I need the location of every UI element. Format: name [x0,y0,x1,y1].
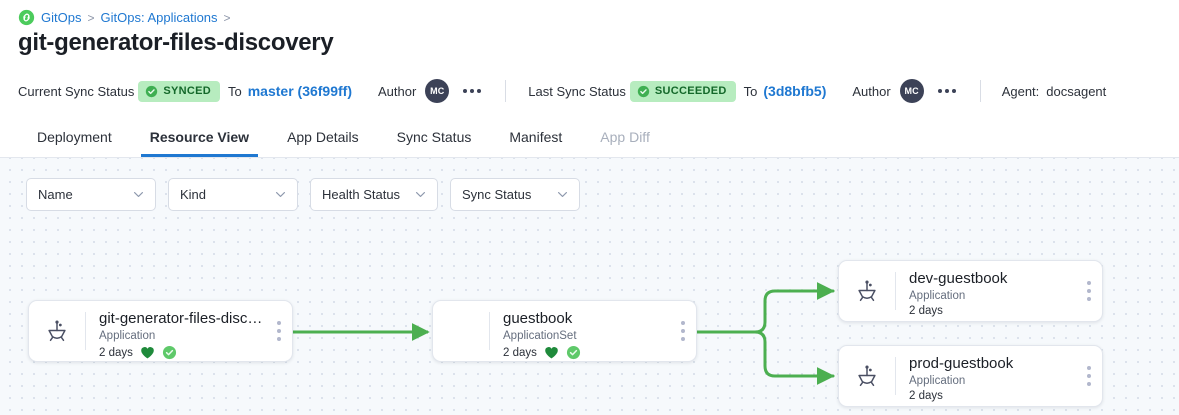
tab-sync-status[interactable]: Sync Status [396,128,472,145]
node-icon-placeholder [433,301,489,361]
argocd-app-icon [29,301,85,361]
agent-value: docsagent [1046,83,1107,99]
node-kind: Application [909,375,966,387]
status-bar: Current Sync Status SYNCED To master (36… [0,70,1179,112]
last-author-label: Author [852,83,891,99]
filter-name[interactable]: Name [26,178,156,211]
page-title: git-generator-files-discovery [18,29,334,56]
last-revision-link[interactable]: (3d8bfb5) [763,83,827,99]
last-to-label: To [743,83,758,99]
argocd-app-icon [839,261,895,321]
resource-graph-canvas[interactable]: Name Kind Health Status Sync Status [0,158,1179,415]
tab-manifest[interactable]: Manifest [509,128,563,145]
filter-kind[interactable]: Kind [168,178,298,211]
node-kind: Application [909,290,966,302]
current-sync-more-button[interactable] [461,83,483,99]
last-sync-more-button[interactable] [936,83,958,99]
divider [505,80,507,102]
node-kind: ApplicationSet [503,330,577,342]
health-heart-icon [544,345,559,360]
edge-appset-to-dev [753,282,835,334]
breadcrumb-separator: > [223,10,231,25]
chevron-down-icon [133,191,144,198]
node-title: dev-guestbook [909,270,1008,287]
chevron-down-icon [557,191,568,198]
node-meta: 2 days [909,390,1076,402]
filter-kind-label: Kind [180,187,207,202]
node-more-button[interactable] [266,301,292,361]
node-kind: Application [99,330,156,342]
current-author-label: Author [377,83,417,99]
filter-bar: Name Kind Health Status Sync Status [26,178,580,211]
node-meta: 2 days [909,305,1076,317]
graph-node-prod-guestbook[interactable]: prod-guestbook Application 2 days [838,345,1103,407]
divider [489,312,490,350]
check-circle-icon [637,85,650,98]
node-title: git-generator-files-disco... [99,310,266,327]
current-to-label: To [227,83,242,99]
sync-check-icon [162,345,177,360]
breadcrumb-item-applications[interactable]: GitOps: Applications [100,10,218,25]
chevron-down-icon [415,191,426,198]
current-revision-link[interactable]: master (36f99ff) [247,83,352,99]
node-age: 2 days [909,390,943,402]
graph-node-guestbook[interactable]: guestbook ApplicationSet 2 days [432,300,697,362]
node-age: 2 days [503,346,537,359]
node-meta: 2 days [503,345,670,360]
edge-appset-to-prod [753,330,835,385]
tab-resource-view[interactable]: Resource View [131,116,268,157]
node-body: guestbook ApplicationSet 2 days [490,301,670,361]
tab-deployment[interactable]: Deployment [37,128,112,145]
node-body: prod-guestbook Application 2 days [896,346,1076,406]
divider [979,80,981,102]
node-more-button[interactable] [1076,346,1102,406]
tab-app-details[interactable]: App Details [287,128,359,145]
filter-health-status-label: Health Status [322,187,401,202]
argocd-app-icon [839,346,895,406]
avatar: MC [899,79,924,103]
sync-check-icon [566,345,581,360]
graph-node-git-generator-files-discovery[interactable]: git-generator-files-disco... Application… [28,300,293,362]
divider [895,357,896,395]
node-meta: 2 days [99,345,266,360]
filter-sync-status-label: Sync Status [462,187,532,202]
tab-app-diff[interactable]: App Diff [600,128,650,145]
agent-label: Agent: [1001,83,1040,99]
node-title: prod-guestbook [909,355,1014,372]
chevron-down-icon [275,191,286,198]
status-badge-succeeded: SUCCEEDED [629,80,736,102]
node-body: git-generator-files-disco... Application… [86,301,266,361]
graph-node-dev-guestbook[interactable]: dev-guestbook Application 2 days [838,260,1103,322]
filter-health-status[interactable]: Health Status [310,178,438,211]
node-more-button[interactable] [1076,261,1102,321]
status-badge-succeeded-text: SUCCEEDED [654,85,727,97]
gitops-link-icon [18,9,35,26]
node-body: dev-guestbook Application 2 days [896,261,1076,321]
current-sync-status-label: Current Sync Status [18,83,135,99]
breadcrumb: GitOps > GitOps: Applications > [18,9,231,26]
status-badge-synced: SYNCED [138,80,220,102]
node-age: 2 days [909,305,943,317]
filter-sync-status[interactable]: Sync Status [450,178,580,211]
node-title: guestbook [503,310,573,327]
filter-name-label: Name [38,187,73,202]
node-more-button[interactable] [670,301,696,361]
status-badge-synced-text: SYNCED [163,85,211,97]
health-heart-icon [140,345,155,360]
check-circle-icon [145,85,158,98]
last-sync-status-label: Last Sync Status [528,83,626,99]
avatar: MC [425,79,450,103]
tab-bar: Deployment Resource View App Details Syn… [0,116,1179,158]
breadcrumb-separator: > [87,10,95,25]
divider [85,312,86,350]
breadcrumb-item-gitops[interactable]: GitOps [41,10,82,25]
graph-edges [293,282,835,385]
divider [895,272,896,310]
node-age: 2 days [99,346,133,359]
